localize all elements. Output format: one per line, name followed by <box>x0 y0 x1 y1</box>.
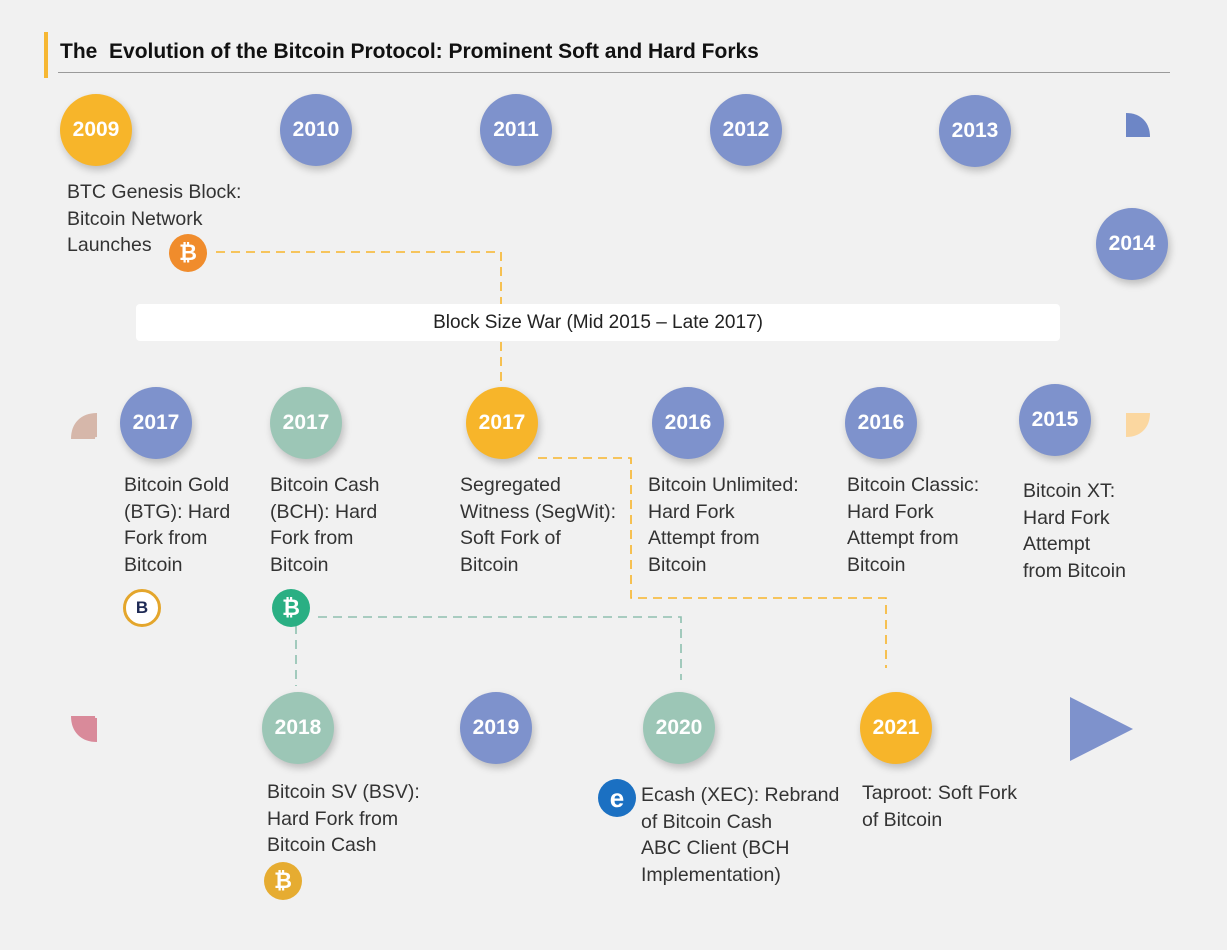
event-bitcoin-unlimited: Bitcoin Unlimited: Hard Fork Attempt fro… <box>648 474 799 576</box>
milestone-year: 2009 <box>72 118 120 141</box>
milestone-year: 2017 <box>282 411 330 434</box>
bch-ecash-connector <box>318 616 682 680</box>
milestone-year: 2013 <box>951 119 999 142</box>
milestone-2016-unlimited: 2016 <box>652 387 724 459</box>
timeline-arrow-head <box>1070 697 1133 761</box>
milestone-2013: 2013 <box>939 95 1011 167</box>
milestone-2018: 2018 <box>262 692 334 764</box>
title-divider <box>58 72 1170 73</box>
event-bitcoin-xt: Bitcoin XT: Hard Fork Attempt from Bitco… <box>1023 480 1126 582</box>
milestone-2009: 2009 <box>60 94 132 166</box>
milestone-2015: 2015 <box>1019 384 1091 456</box>
milestone-2017-bch: 2017 <box>270 387 342 459</box>
milestone-year: 2021 <box>872 716 920 739</box>
milestone-2021: 2021 <box>860 692 932 764</box>
bitcoin-cash-icon: ₿ <box>272 589 310 627</box>
genesis-connector <box>216 251 502 387</box>
page-title: The Evolution of the Bitcoin Protocol: P… <box>60 40 759 63</box>
event-genesis: BTC Genesis Block: Bitcoin Network Launc… <box>67 181 242 256</box>
event-bitcoin-classic: Bitcoin Classic: Hard Fork Attempt from … <box>847 474 980 576</box>
milestone-year: 2012 <box>722 118 770 141</box>
milestone-year: 2010 <box>292 118 340 141</box>
event-ecash: Ecash (XEC): Rebrand of Bitcoin Cash ABC… <box>641 784 840 886</box>
milestone-year: 2020 <box>655 716 703 739</box>
ecash-icon: e <box>598 779 636 817</box>
event-bitcoin-gold: Bitcoin Gold (BTG): Hard Fork from Bitco… <box>124 474 231 576</box>
milestone-year: 2011 <box>493 118 539 141</box>
segwit-taproot-connector <box>538 457 887 668</box>
bitcoin-sv-icon: ₿ <box>264 862 302 900</box>
bitcoin-gold-icon: B <box>123 589 161 627</box>
bitcoin-icon: ₿ <box>169 234 207 272</box>
milestone-year: 2018 <box>274 716 322 739</box>
event-taproot: Taproot: Soft Fork of Bitcoin <box>862 782 1017 831</box>
event-bitcoin-sv: Bitcoin SV (BSV): Hard Fork from Bitcoin… <box>267 781 420 856</box>
milestone-2012: 2012 <box>710 94 782 166</box>
title-accent-bar <box>44 32 48 78</box>
milestone-2010: 2010 <box>280 94 352 166</box>
milestone-year: 2019 <box>472 716 520 739</box>
milestone-year: 2016 <box>857 411 905 434</box>
milestone-2017-btg: 2017 <box>120 387 192 459</box>
event-segwit: Segregated Witness (SegWit): Soft Fork o… <box>460 474 617 576</box>
event-bitcoin-cash: Bitcoin Cash (BCH): Hard Fork from Bitco… <box>270 474 380 576</box>
milestone-year: 2016 <box>664 411 712 434</box>
block-size-war-banner: Block Size War (Mid 2015 – Late 2017) <box>136 304 1060 341</box>
milestone-year: 2017 <box>132 411 180 434</box>
milestone-2014: 2014 <box>1096 208 1168 280</box>
milestone-2019: 2019 <box>460 692 532 764</box>
milestone-year: 2014 <box>1108 232 1156 255</box>
milestone-year: 2017 <box>478 411 526 434</box>
milestone-year: 2015 <box>1031 408 1079 431</box>
milestone-2011: 2011 <box>480 94 552 166</box>
milestone-2020: 2020 <box>643 692 715 764</box>
milestone-2016-classic: 2016 <box>845 387 917 459</box>
milestone-2017-segwit: 2017 <box>466 387 538 459</box>
